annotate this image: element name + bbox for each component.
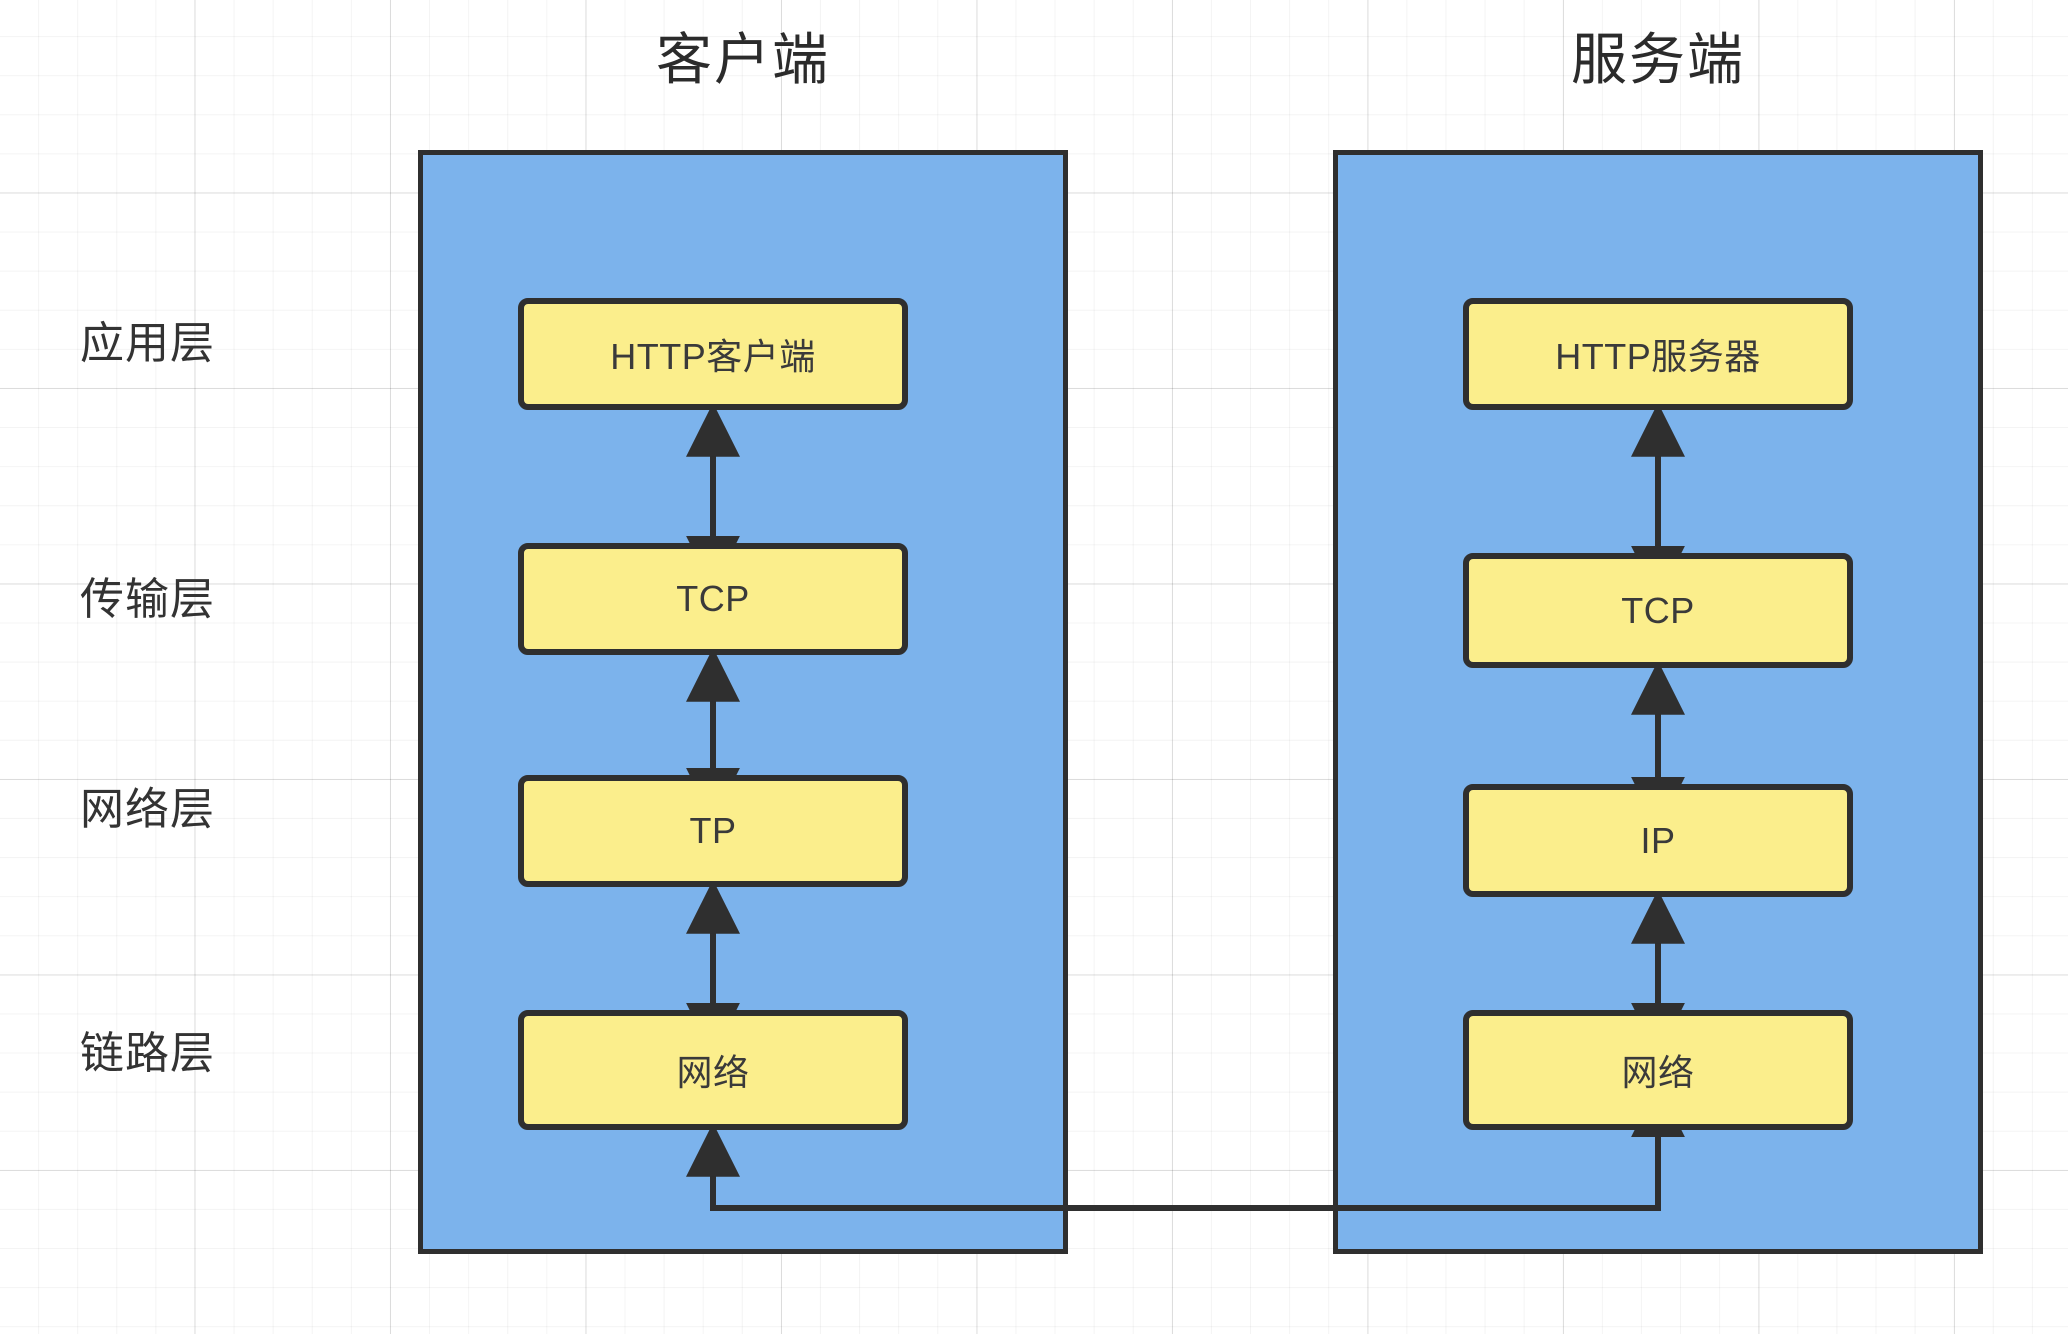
server-column-title: 服务端 <box>1571 28 1745 91</box>
server-node-network[interactable]: 网络 <box>1463 1010 1853 1130</box>
client-node-network[interactable]: 网络 <box>518 1010 908 1130</box>
client-node-tcp[interactable]: TCP <box>518 543 908 655</box>
server-node-tcp[interactable]: TCP <box>1463 553 1853 668</box>
client-node-tp[interactable]: TP <box>518 775 908 887</box>
layer-label-transport: 传输层 <box>80 575 215 624</box>
client-column-title: 客户端 <box>656 28 830 91</box>
layer-label-link: 链路层 <box>80 1029 215 1078</box>
client-node-http-client[interactable]: HTTP客户端 <box>518 298 908 410</box>
server-node-ip[interactable]: IP <box>1463 784 1853 897</box>
layer-label-network: 网络层 <box>80 785 215 834</box>
layer-label-application: 应用层 <box>80 319 215 368</box>
server-node-http-server[interactable]: HTTP服务器 <box>1463 298 1853 410</box>
